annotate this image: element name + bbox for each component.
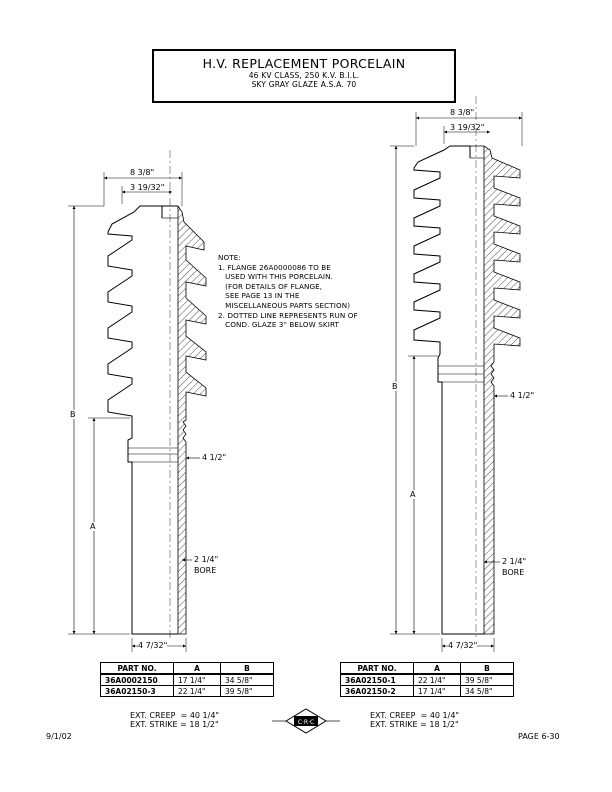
right-ext-values: EXT. CREEP = 40 1/4" EXT. STRIKE = 18 1/… xyxy=(370,711,459,729)
company-logo-icon: C·R·C xyxy=(272,708,340,734)
table-row: 36A0002150 17 1/4" 34 5/8" xyxy=(100,673,274,686)
left-inner-width-dim: 3 19/32" xyxy=(130,183,165,192)
right-b-label: B xyxy=(392,382,398,391)
left-ext-creep: EXT. CREEP = 40 1/4" xyxy=(130,711,220,720)
table-row: 36A02150-1 22 1/4" 39 5/8" xyxy=(340,673,514,686)
col-header-a: A xyxy=(413,662,461,675)
left-groove-dim: 4 1/2" xyxy=(202,453,227,462)
part-number-cell: 36A02150-1 xyxy=(340,673,414,686)
note-line-1: 1. FLANGE 26A0000086 TO BE xyxy=(218,262,331,272)
right-ext-strike: EXT. STRIKE = 18 1/2" xyxy=(370,720,459,729)
col-header-part-no: PART NO. xyxy=(340,662,414,675)
right-bore-label: BORE xyxy=(502,568,525,577)
title-box: H.V. REPLACEMENT PORCELAIN 46 KV CLASS, … xyxy=(152,49,456,103)
left-top-width-dim: 8 3/8" xyxy=(130,168,155,177)
col-header-part-no: PART NO. xyxy=(100,662,174,675)
note-line-7: COND. GLAZE 3" BELOW SKIRT xyxy=(218,320,340,330)
table-row: 36A02150-2 17 1/4" 34 5/8" xyxy=(340,685,514,697)
footer-date: 9/1/02 xyxy=(46,732,72,741)
right-wall-section xyxy=(470,145,521,635)
right-groove-dim: 4 1/2" xyxy=(510,391,535,400)
left-insulator-drawing xyxy=(68,150,207,652)
left-outline xyxy=(107,205,178,635)
dim-a-cell: 22 1/4" xyxy=(173,685,221,697)
left-wall-section xyxy=(172,205,207,635)
left-bottom-width-dim: 4 7/32" xyxy=(138,641,168,650)
notes-header: NOTE: xyxy=(218,253,241,262)
table-header-row: PART NO. A B xyxy=(340,662,514,675)
left-bore-label: BORE xyxy=(194,566,217,575)
note-line-5: MISCELLANEOUS PARTS SECTION) xyxy=(218,300,351,310)
col-header-b: B xyxy=(220,662,274,675)
right-inner-width-dim: 3 19/32" xyxy=(450,123,485,132)
part-number-cell: 36A0002150 xyxy=(100,673,174,686)
dim-b-cell: 39 5/8" xyxy=(220,685,274,697)
left-ext-values: EXT. CREEP = 40 1/4" EXT. STRIKE = 18 1/… xyxy=(130,711,219,729)
footer-page-number: PAGE 6-30 xyxy=(518,732,560,741)
note-line-4: SEE PAGE 13 IN THE xyxy=(218,291,300,301)
right-a-label: A xyxy=(410,490,416,499)
dim-b-cell: 39 5/8" xyxy=(460,673,514,686)
title-spec-line-1: 46 KV CLASS, 250 K.V. B.I.L. xyxy=(248,71,360,80)
part-number-cell: 36A02150-3 xyxy=(100,685,174,697)
col-header-b: B xyxy=(460,662,514,675)
table-row: 36A02150-3 22 1/4" 39 5/8" xyxy=(100,685,274,697)
right-outline xyxy=(413,145,484,635)
right-bore-dim: 2 1/4" xyxy=(502,557,527,566)
page-title: H.V. REPLACEMENT PORCELAIN xyxy=(202,56,406,71)
table-header-row: PART NO. A B xyxy=(100,662,274,675)
col-header-a: A xyxy=(173,662,221,675)
right-bottom-width-dim: 4 7/32" xyxy=(448,641,478,650)
dim-a-cell: 17 1/4" xyxy=(413,685,461,697)
right-parts-table: PART NO. A B 36A02150-1 22 1/4" 39 5/8" … xyxy=(340,662,514,697)
dim-b-cell: 34 5/8" xyxy=(460,685,514,697)
dim-a-cell: 17 1/4" xyxy=(173,673,221,686)
left-parts-table: PART NO. A B 36A0002150 17 1/4" 34 5/8" … xyxy=(100,662,274,697)
title-spec-line-2: SKY GRAY GLAZE A.S.A. 70 xyxy=(251,80,357,89)
note-line-2: USED WITH THIS PORCELAIN. xyxy=(218,272,333,282)
dim-b-cell: 34 5/8" xyxy=(220,673,274,686)
left-bore-dim: 2 1/4" xyxy=(194,555,219,564)
dim-a-cell: 22 1/4" xyxy=(413,673,461,686)
note-line-6: 2. DOTTED LINE REPRESENTS RUN OF xyxy=(218,310,358,320)
right-ext-creep: EXT. CREEP = 40 1/4" xyxy=(370,711,460,720)
right-top-width-dim: 8 3/8" xyxy=(450,108,475,117)
svg-text:C·R·C: C·R·C xyxy=(298,719,314,726)
left-a-label: A xyxy=(90,522,96,531)
note-line-3: (FOR DETAILS OF FLANGE, xyxy=(218,281,323,291)
left-ext-strike: EXT. STRIKE = 18 1/2" xyxy=(130,720,219,729)
part-number-cell: 36A02150-2 xyxy=(340,685,414,697)
notes-block: NOTE: 1. FLANGE 26A0000086 TO BE USED WI… xyxy=(218,253,358,330)
left-b-label: B xyxy=(70,410,76,419)
